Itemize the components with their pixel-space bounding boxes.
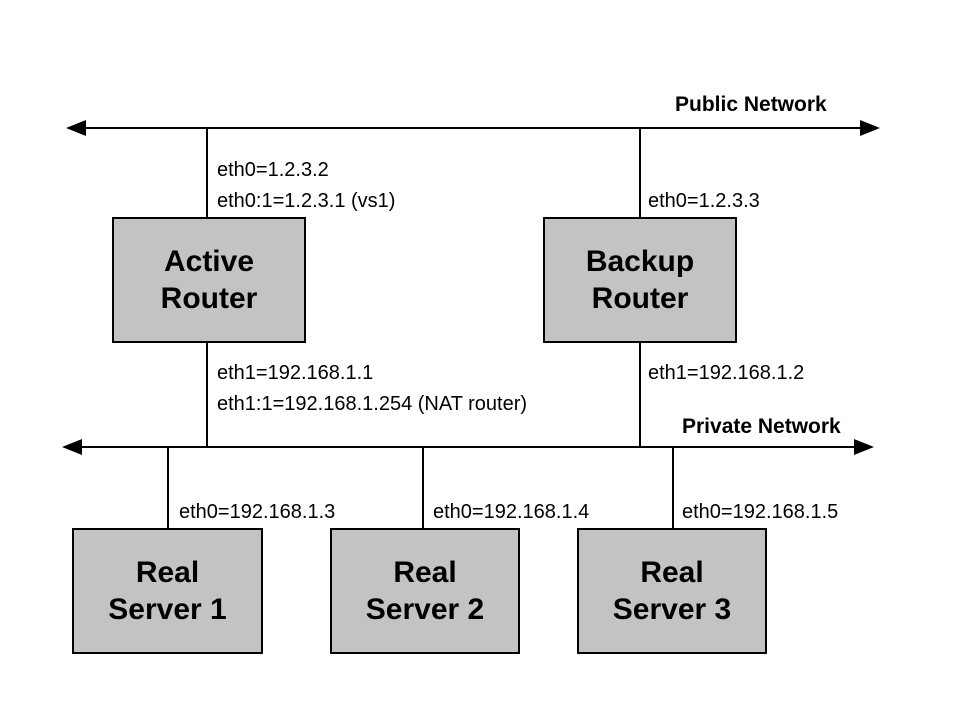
active-router-label-line2: Router	[160, 282, 258, 315]
private-bus-left-arrow-icon	[62, 439, 82, 455]
link-private-server1	[167, 446, 169, 530]
active-router-public-interfaces: eth0=1.2.3.2 eth0:1=1.2.3.1 (vs1)	[217, 155, 395, 217]
public-bus-left-arrow-icon	[66, 120, 86, 136]
real-server-1-label-line2: Server 1	[108, 593, 227, 626]
real-server-3-label-line2: Server 3	[612, 593, 732, 626]
real-server-3-label-line1: Real	[640, 556, 704, 589]
backup-router-node: Backup Router	[543, 217, 737, 343]
real-server-2-label-line1: Real	[393, 556, 457, 589]
active-eth1-alias-label: eth1:1=192.168.1.254 (NAT router)	[217, 393, 528, 415]
real-server-2-node: Real Server 2	[330, 528, 520, 654]
real-server-1-label-line1: Real	[135, 556, 200, 589]
active-router-private-interfaces: eth1=192.168.1.1 eth1:1=192.168.1.254 (N…	[217, 358, 527, 420]
link-public-active-router	[206, 128, 208, 218]
real-server-1-node: Real Server 1	[72, 528, 263, 654]
backup-eth1-label: eth1=192.168.1.2	[648, 362, 805, 384]
link-backup-router-private	[639, 342, 641, 448]
link-active-router-private	[206, 342, 208, 448]
link-private-server2	[422, 446, 424, 530]
server1-eth0-label: eth0=192.168.1.3	[179, 501, 336, 523]
active-router-label-line1: Active	[163, 245, 255, 278]
private-network-bus	[78, 446, 856, 448]
server2-eth0-label: eth0=192.168.1.4	[433, 501, 590, 523]
real-server-2-label-line2: Server 2	[365, 593, 485, 626]
private-bus-right-arrow-icon	[854, 439, 874, 455]
backup-router-label-line1: Backup	[585, 245, 695, 278]
backup-eth0-label: eth0=1.2.3.3	[648, 190, 760, 212]
server3-eth0-label: eth0=192.168.1.5	[682, 501, 839, 523]
link-private-server3	[672, 446, 674, 530]
link-public-backup-router	[639, 128, 641, 218]
public-network-title: Public Network	[675, 93, 827, 116]
public-network-bus	[80, 127, 862, 129]
active-router-node: Active Router	[112, 217, 306, 343]
private-network-title: Private Network	[682, 415, 841, 438]
active-eth0-label: eth0=1.2.3.2	[217, 159, 329, 181]
real-server-3-node: Real Server 3	[577, 528, 767, 654]
active-eth1-label: eth1=192.168.1.1	[217, 362, 374, 384]
active-eth0-alias-label: eth0:1=1.2.3.1 (vs1)	[217, 190, 396, 212]
backup-router-label-line2: Router	[591, 282, 689, 315]
public-bus-right-arrow-icon	[860, 120, 880, 136]
